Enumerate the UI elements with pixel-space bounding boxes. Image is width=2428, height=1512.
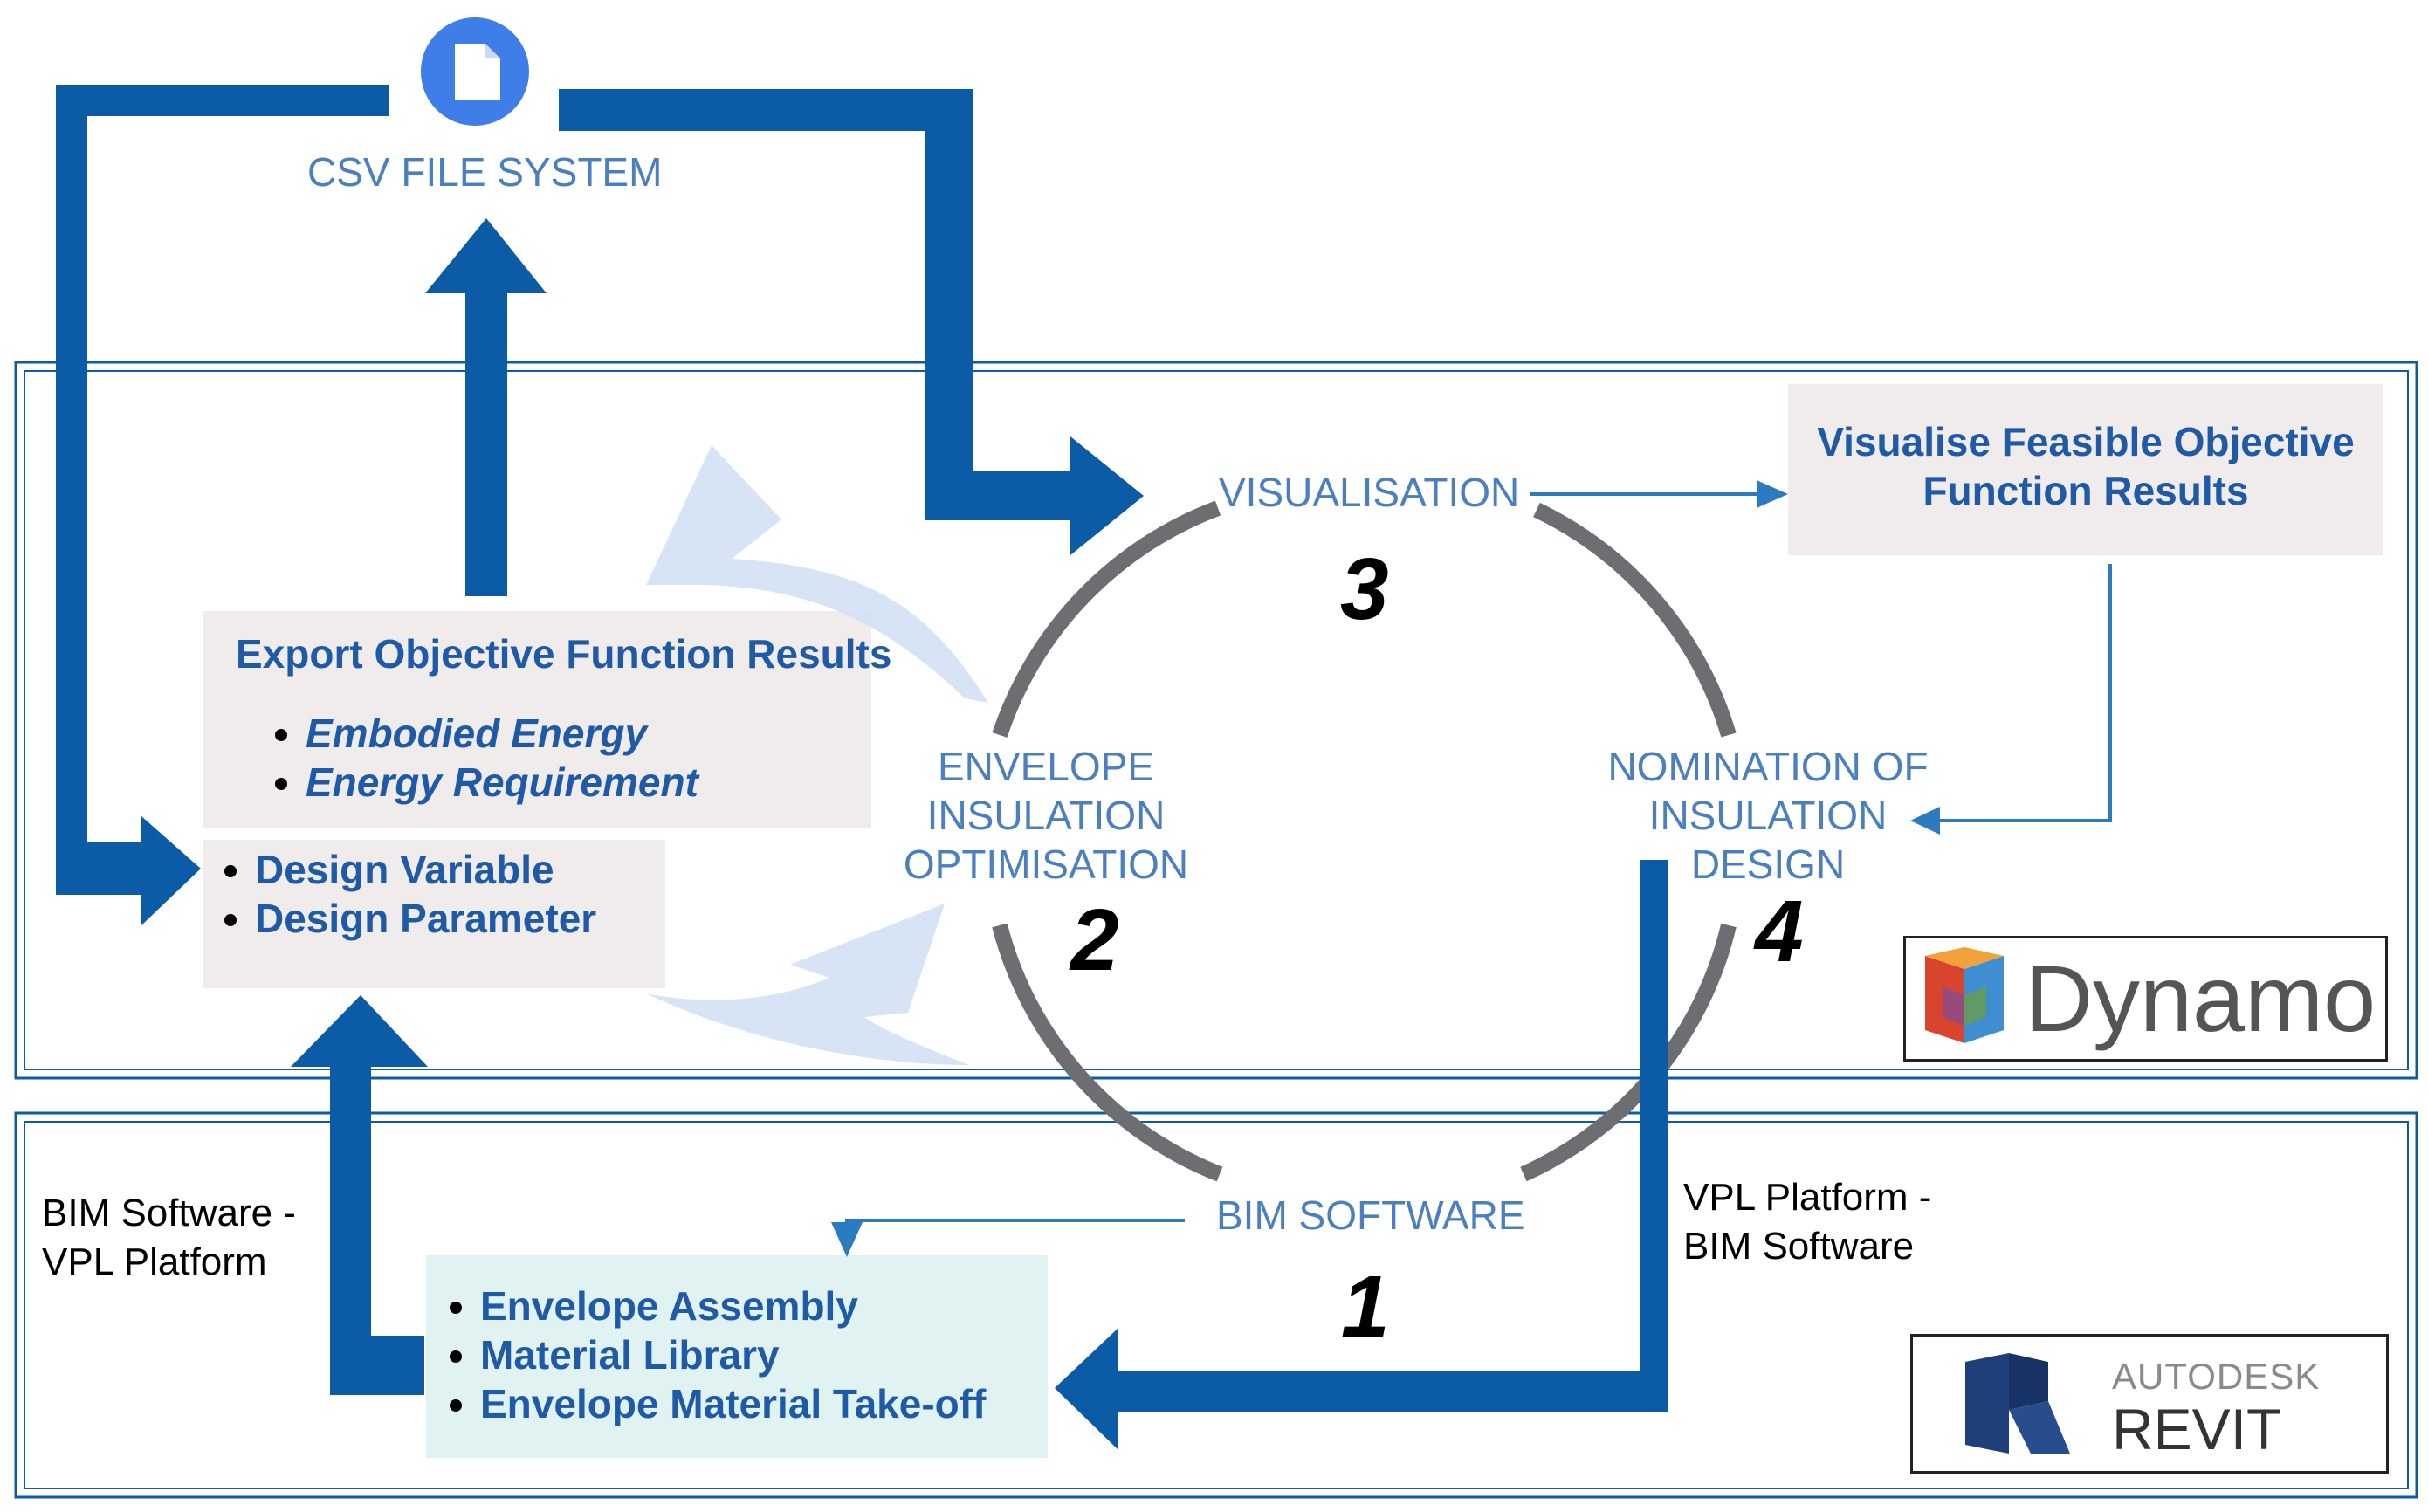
revit-logo: AUTODESK REVIT: [1910, 1334, 2389, 1474]
vpl-to-bim-label: VPL Platform - BIM Software: [1683, 1176, 1932, 1268]
visualise-results-box: Visualise Feasible Objective Function Re…: [1788, 384, 2383, 555]
dynamo-logo-text: Dynamo: [2025, 945, 2376, 1051]
revit-frame: [14, 1111, 2418, 1499]
list-item: Design Parameter: [255, 894, 596, 943]
export-results-box: Export Objective Function Results Embodi…: [203, 611, 891, 828]
dynamo-logo: Dynamo: [1903, 936, 2388, 1062]
dynamo-logo-icon: [1925, 947, 2004, 1043]
export-results-title: Export Objective Function Results: [236, 631, 892, 677]
visualise-line-2: Function Results: [1922, 468, 2249, 513]
revit-logo-line2: REVIT: [2112, 1397, 2282, 1461]
export-box-bg: [203, 611, 871, 828]
revit-data-box-bg: [426, 1255, 1048, 1458]
csv-label: CSV FILE SYSTEM: [307, 149, 663, 195]
design-box-bg: [203, 840, 665, 988]
stage-1-number: 1: [1341, 1258, 1390, 1356]
list-item: Material Library: [480, 1330, 986, 1379]
visualise-line-1: Visualise Feasible Objective: [1817, 419, 2355, 464]
revit-data-box: Envelope Assembly Material Library Envel…: [426, 1255, 1048, 1458]
stage-nomination-label: NOMINATION OF INSULATION DESIGN: [1607, 744, 1929, 887]
visualise-box-bg: [1788, 384, 2383, 555]
export-results-list: Embodied Energy Energy Requirement: [251, 709, 698, 807]
stage-2-number: 2: [1070, 891, 1119, 989]
stage-3-number: 3: [1340, 540, 1389, 638]
bim-to-vpl-label: BIM Software - VPL Platform: [42, 1192, 296, 1283]
revit-logo-icon: [1965, 1353, 2070, 1454]
revit-logo-line1: AUTODESK: [2112, 1356, 2321, 1397]
revit-data-list: Envelope Assembly Material Library Envel…: [426, 1282, 986, 1428]
list-item: Design Variable: [255, 845, 596, 894]
list-item: Envelope Material Take-off: [480, 1379, 986, 1428]
list-item: Embodied Energy: [306, 709, 698, 758]
optimisation-curved-arrows: [646, 445, 988, 1065]
stage-envelope-label: ENVELOPE INSULATION OPTIMISATION: [903, 744, 1189, 887]
stage-bim-label: BIM SOFTWARE: [1216, 1192, 1525, 1238]
document-icon: [421, 17, 529, 126]
stage-4-number: 4: [1755, 883, 1804, 980]
dynamo-frame: [14, 361, 2418, 1080]
design-variables-box: Design Variable Design Parameter: [203, 840, 665, 988]
design-variables-list: Design Variable Design Parameter: [201, 845, 596, 943]
thin-flow-arrows: [831, 480, 2112, 1257]
stage-visualisation-label: VISUALISATION: [1219, 470, 1520, 515]
dark-flow-arrows: [56, 85, 1668, 1449]
list-item: Energy Requirement: [306, 758, 698, 807]
list-item: Envelope Assembly: [480, 1282, 986, 1330]
